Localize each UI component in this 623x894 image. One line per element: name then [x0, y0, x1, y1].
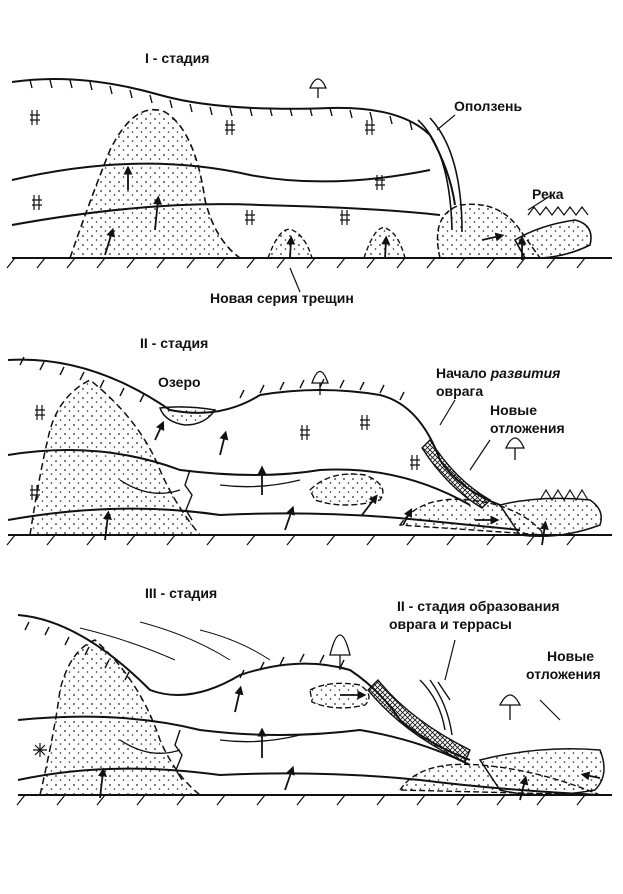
terrace-line2: оврага и террасы	[389, 616, 512, 632]
tree-symbol-2	[311, 370, 329, 395]
ravine-start-label: Начало развития	[436, 365, 560, 381]
stage-3-diagram	[16, 614, 612, 806]
rock-blocks	[119, 479, 301, 754]
ravine-start-word: развития	[490, 365, 561, 381]
ravine-start-line2: оврага	[436, 383, 484, 399]
deposits-2-line1: Новые	[490, 402, 538, 418]
lake	[158, 406, 217, 426]
ground-surface	[11, 77, 456, 206]
tree-symbol-5	[498, 694, 522, 720]
terrace-line1: II - стадия образования	[397, 598, 560, 614]
stage-2-diagram	[6, 356, 612, 546]
cracks-label: Новая серия трещин	[210, 290, 354, 306]
landslide-label: Оползень	[454, 98, 523, 114]
river-channel	[513, 219, 592, 260]
stage-2-title: II - стадия	[140, 335, 209, 351]
ravine-gully-3	[367, 678, 471, 763]
deposits-3-line2: отложения	[526, 666, 601, 682]
landslide-chute	[417, 117, 463, 233]
lake-label: Озеро	[158, 374, 201, 390]
deposits-3-line1: Новые	[547, 648, 595, 664]
tree-symbol-4	[329, 634, 351, 670]
surface-ticks	[29, 79, 413, 131]
stage-3-title: III - стадия	[145, 585, 218, 601]
tree-symbol-3	[504, 437, 526, 460]
deposits-2-line2: отложения	[490, 420, 565, 436]
ravine-gully	[421, 438, 492, 509]
stage-1-diagram	[6, 77, 612, 293]
stage-1-title: I - стадия	[145, 50, 210, 66]
river-label: Река	[532, 186, 564, 202]
ravine-start-line1: Начало	[436, 365, 487, 381]
dome-intrusion	[68, 108, 243, 259]
tree-symbol	[308, 78, 328, 98]
